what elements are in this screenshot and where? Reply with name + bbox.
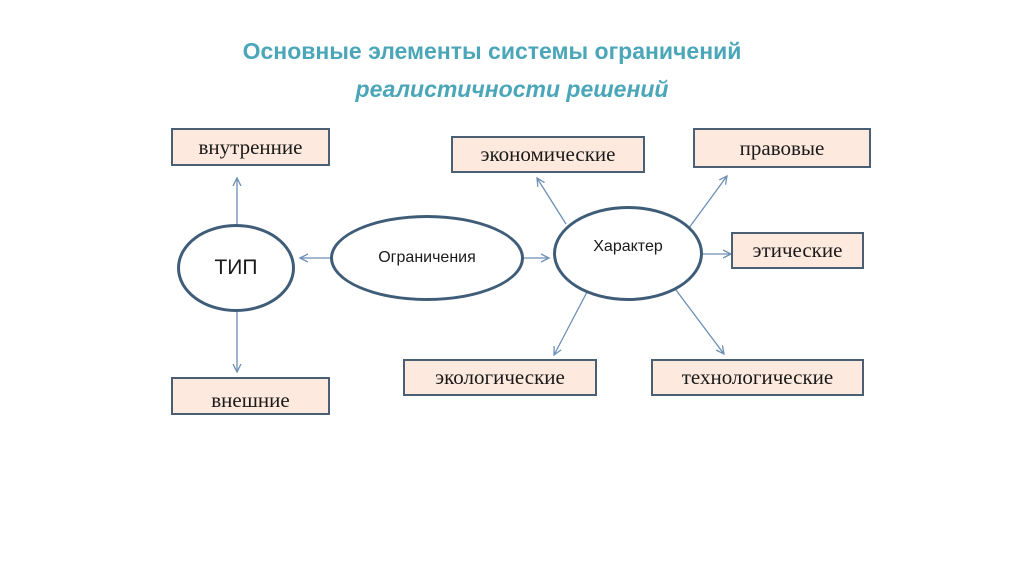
arrow-to-economic [537,178,567,225]
node-economic: экономические [451,136,645,173]
title-line-2: реалистичности решений [355,76,669,102]
node-ecological: экологические [403,359,597,396]
node-internal: внутренние [171,128,330,166]
arrow-to-ecological [554,291,588,355]
node-tip: ТИП [177,224,295,312]
title-line-1: Основные элементы системы ограничений [242,38,742,64]
node-technological: технологические [651,359,864,396]
node-legal: правовые [693,128,871,168]
node-character: Характер [553,206,703,301]
node-center: Ограничения [330,215,524,301]
node-ethical: этические [731,232,864,269]
arrow-to-legal [685,176,727,233]
arrow-to-technological [672,285,724,354]
node-external: внешние [171,377,330,415]
